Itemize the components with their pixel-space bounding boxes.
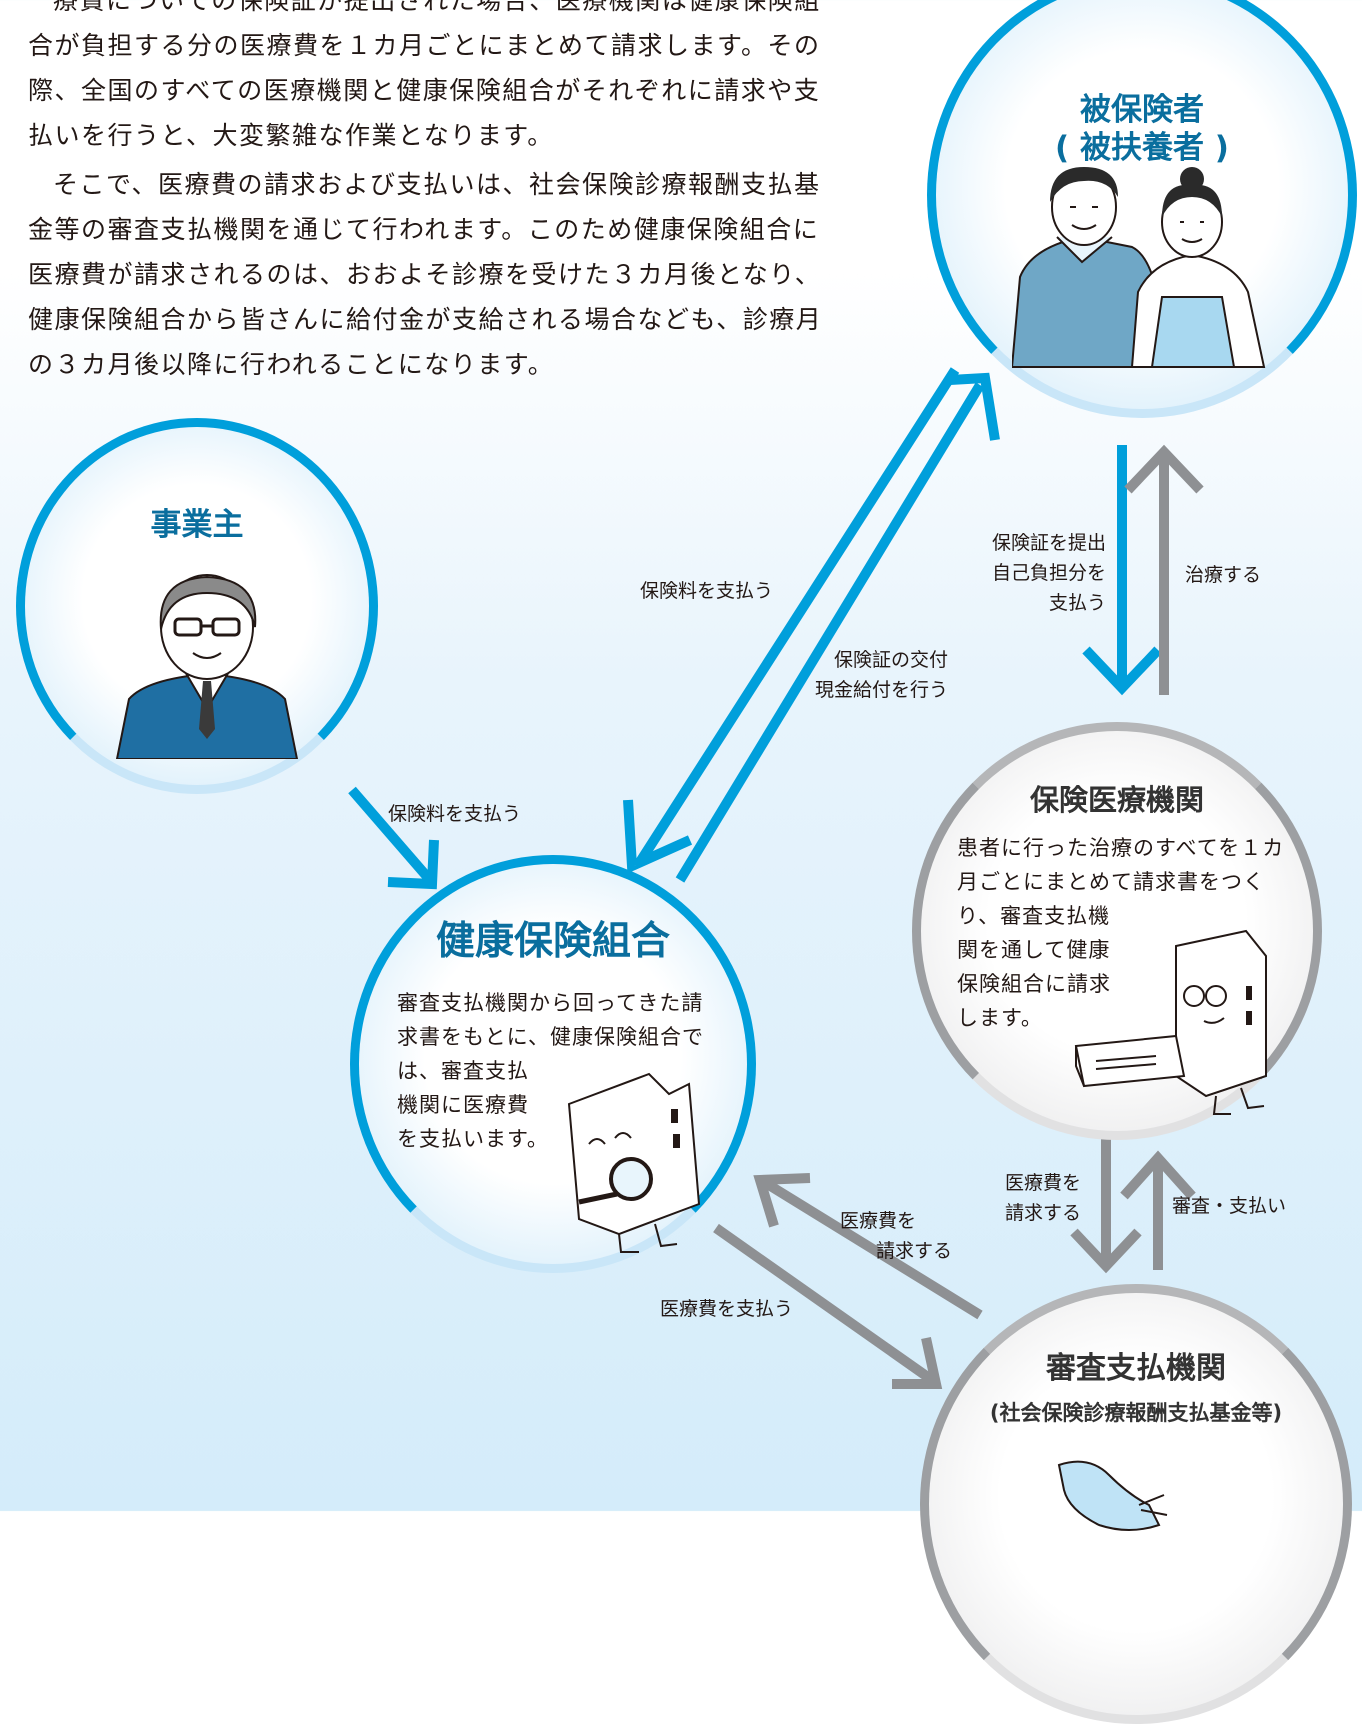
arrow-insured-to-union xyxy=(675,372,1000,883)
review-money-bag-illustration xyxy=(1057,1460,1168,1531)
medical-title: 保険医療機関 xyxy=(1029,783,1204,817)
review-title: 審査支払機関 xyxy=(1046,1351,1226,1386)
medical-desc-line: り、審査支払機 xyxy=(957,904,1111,928)
hospital-character-illustration xyxy=(1074,929,1267,1115)
union-desc-line: 審査支払機関から回ってきた請 xyxy=(397,991,704,1015)
union-desc-line: 機関に医療費 xyxy=(397,1093,529,1117)
union-building-character-illustration xyxy=(567,1072,701,1253)
arrow-medical-to-review xyxy=(1070,1138,1142,1274)
arrow-insured-to-medical xyxy=(1082,445,1162,696)
label-medical-to-insured: 治療する xyxy=(1185,564,1262,586)
label-line: 請求する xyxy=(1005,1202,1082,1224)
arrow-medical-to-insured xyxy=(1124,444,1204,695)
label-employer-to-union: 保険料を支払う xyxy=(388,803,522,825)
arrow-insured-to-union-card xyxy=(623,367,960,874)
medical-description: 患者に行った治療のすべてを１カ 月ごとにまとめて請求書をつく り、審査支払機 関… xyxy=(957,831,1317,1035)
union-desc-line: は、審査支払 xyxy=(397,1059,529,1083)
label-line: 医療費を xyxy=(840,1210,917,1232)
medical-desc-line: します。 xyxy=(957,1006,1043,1030)
union-node: 健康保険組合 審査支払機関から回ってきた請 求書をもとに、健康保険組合で は、審… xyxy=(350,855,756,1273)
employer-node: 事業主 xyxy=(16,418,378,794)
label-line: 請求する xyxy=(876,1240,953,1262)
label-union-to-insured: 保険証の交付 現金給付を行う xyxy=(815,645,948,705)
arrow-review-to-medical xyxy=(1120,1150,1196,1270)
employer-title: 事業主 xyxy=(150,507,244,543)
label-line: 医療費を xyxy=(1005,1172,1082,1194)
union-desc-line: 求書をもとに、健康保険組合で xyxy=(397,1025,704,1049)
arrow-union-to-review xyxy=(713,1223,943,1389)
employer-illustration xyxy=(115,574,299,759)
union-title: 健康保険組合 xyxy=(435,919,670,964)
label-line: 自己負担分を xyxy=(991,562,1106,584)
couple-illustration xyxy=(1012,167,1266,368)
label-review-to-medical: 審査・支払い xyxy=(1172,1195,1287,1217)
medical-desc-line: 保険組合に請求 xyxy=(957,972,1111,996)
medical-desc-line: 関を通して健康 xyxy=(957,938,1111,962)
intro-paragraph-1: 療費についての保険証が提出された場合、医療機関は健康保険組合が負担する分の医療費… xyxy=(28,0,821,150)
union-desc-line: を支払います。 xyxy=(397,1127,549,1151)
review-subtitle: (社会保険診療報酬支払基金等) xyxy=(989,1401,1283,1425)
intro-paragraph-2: そこで、医療費の請求および支払いは、社会保険診療報酬支払基金等の審査支払機関を通… xyxy=(28,170,823,379)
label-insured-to-medical: 保険証を提出 自己負担分を 支払う xyxy=(972,528,1106,618)
union-description: 審査支払機関から回ってきた請 求書をもとに、健康保険組合で は、審査支払 機関に… xyxy=(397,986,757,1156)
flow-arrows xyxy=(348,367,1204,1389)
label-line: 保険証を提出 xyxy=(991,532,1106,554)
label-review-to-union: 医療費を 請求する xyxy=(840,1206,952,1266)
insured-node: 被保険者 ( 被扶養者 ) xyxy=(927,0,1357,418)
intro-text: 療費についての保険証が提出された場合、医療機関は健康保険組合が負担する分の医療費… xyxy=(28,0,828,391)
label-line: 保険証の交付 xyxy=(834,649,949,671)
medical-desc-line: 患者に行った治療のすべてを１カ xyxy=(957,836,1285,860)
medical-node: 保険医療機関 患者に行った治療のすべてを１カ 月ごとにまとめて請求書をつく り、… xyxy=(912,722,1322,1140)
label-union-to-review: 医療費を支払う xyxy=(660,1298,794,1320)
label-line: 支払う xyxy=(1048,592,1106,614)
medical-desc-line: 月ごとにまとめて請求書をつく xyxy=(957,870,1265,894)
arrow-employer-to-union xyxy=(348,786,439,890)
label-insured-to-union: 保険料を支払う xyxy=(640,580,774,602)
label-medical-to-review: 医療費を 請求する xyxy=(1005,1168,1081,1228)
arrow-review-to-union xyxy=(753,1173,983,1320)
insured-subtitle: ( 被扶養者 ) xyxy=(1055,130,1229,166)
review-node: 審査支払機関 (社会保険診療報酬支払基金等) xyxy=(920,1284,1352,1724)
insured-title: 被保険者 xyxy=(1080,92,1204,128)
label-line: 現金給付を行う xyxy=(815,679,949,701)
